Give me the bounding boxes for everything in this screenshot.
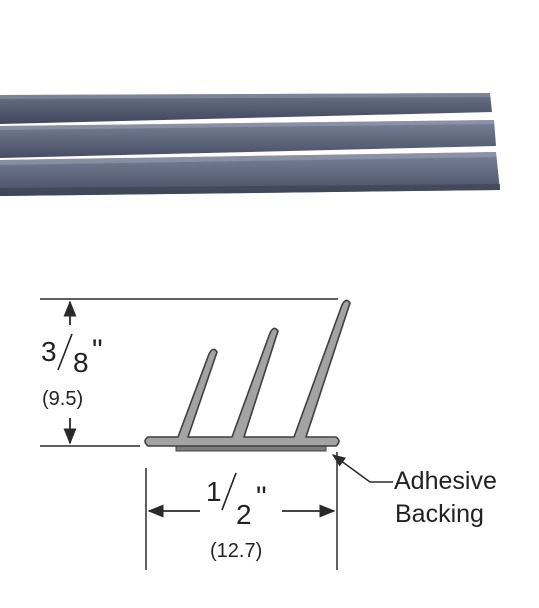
strip-fin-middle bbox=[0, 120, 496, 158]
width-fraction-slash bbox=[221, 472, 237, 511]
width-label: 1 2 " (12.7) bbox=[206, 472, 267, 562]
callout-line-1: Adhesive bbox=[394, 467, 497, 495]
height-inch-mark: " bbox=[92, 334, 103, 367]
width-fraction-numerator: 1 bbox=[206, 476, 222, 507]
height-fraction-slash bbox=[57, 333, 73, 371]
weatherstrip-photo bbox=[0, 93, 500, 196]
profile-shape bbox=[144, 299, 351, 447]
width-metric: (12.7) bbox=[210, 540, 262, 562]
height-metric: (9.5) bbox=[42, 388, 83, 410]
height-label: 3 8 " (9.5) bbox=[41, 333, 103, 410]
width-inch-mark: " bbox=[256, 481, 267, 514]
adhesive-callout: Adhesive Backing bbox=[394, 467, 497, 528]
adhesive-leader-line bbox=[331, 454, 393, 483]
height-fraction-denominator: 8 bbox=[73, 347, 89, 378]
strip-fin-top bbox=[0, 93, 492, 124]
callout-line-2: Backing bbox=[395, 500, 484, 528]
height-fraction-numerator: 3 bbox=[41, 336, 57, 367]
width-fraction-denominator: 2 bbox=[236, 499, 252, 530]
profile-cross-section bbox=[144, 299, 351, 452]
dimension-drawing bbox=[40, 298, 393, 570]
